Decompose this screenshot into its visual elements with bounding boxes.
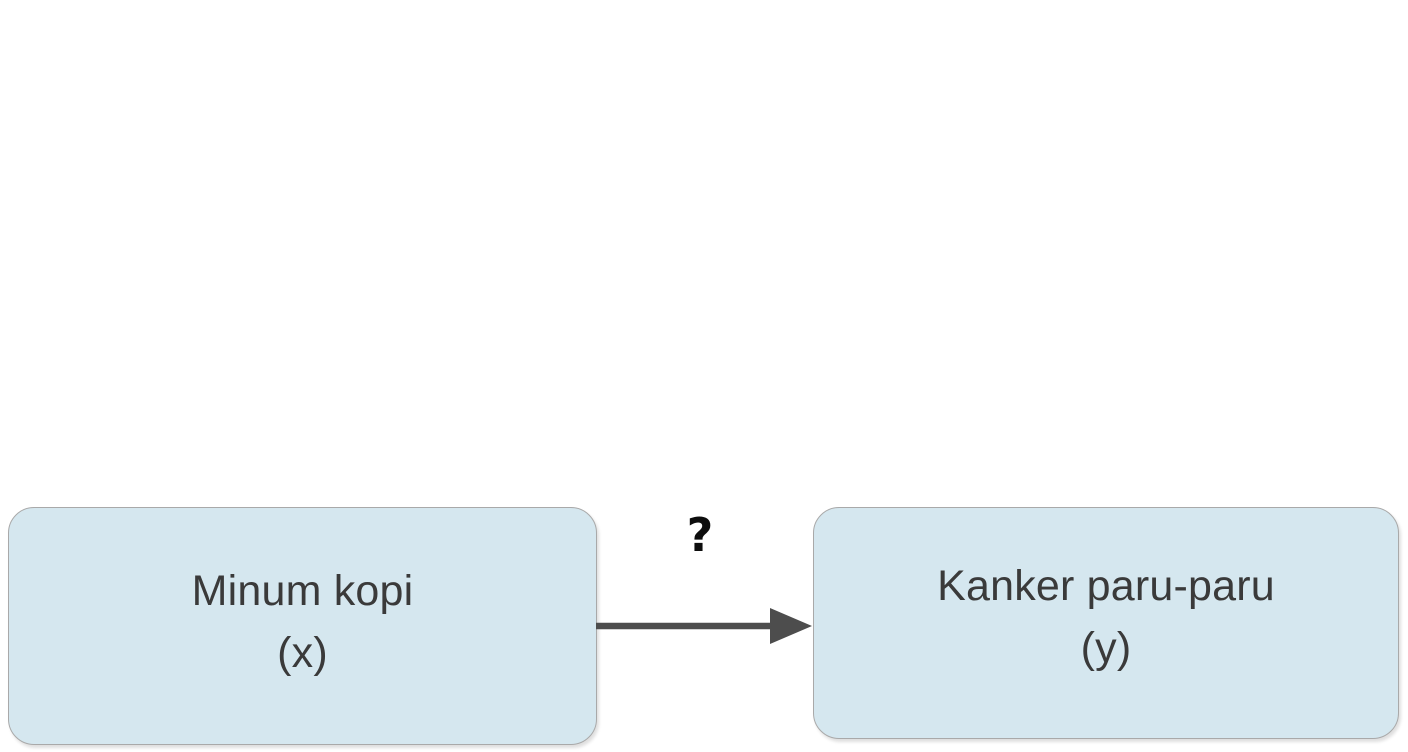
edge-label-question-mark: ? <box>686 508 714 562</box>
edge-arrowhead <box>770 608 812 644</box>
node-effect-variable: (y) <box>1080 624 1132 672</box>
node-cause-variable: (x) <box>277 629 328 677</box>
node-effect[interactable]: Kanker paru-paru (y) <box>813 507 1399 739</box>
node-effect-text: Kanker paru-paru (y) <box>937 555 1275 679</box>
node-cause-text: Minum kopi (x) <box>192 560 414 684</box>
edge-cause-to-effect[interactable] <box>590 595 820 665</box>
node-cause-label: Minum kopi <box>191 567 414 615</box>
node-cause[interactable]: Minum kopi (x) <box>8 507 597 745</box>
node-effect-label: Kanker paru-paru <box>937 562 1275 610</box>
